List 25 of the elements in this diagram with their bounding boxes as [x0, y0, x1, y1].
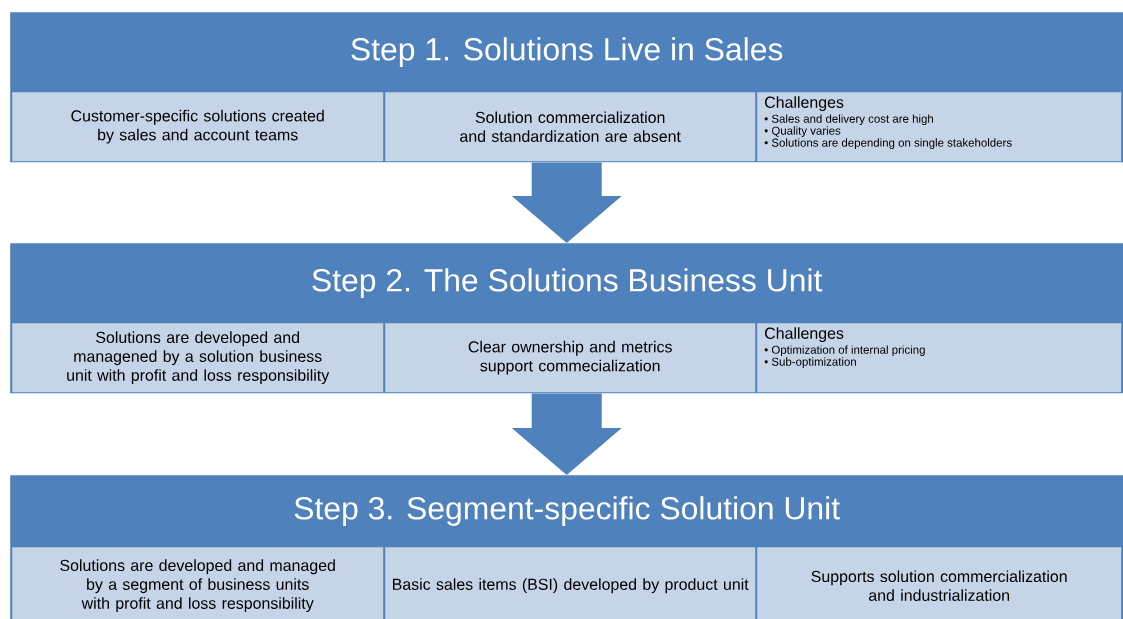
node-label: Solution commercialization and standardization are absent: [460, 111, 681, 143]
block-arrow: [511, 393, 622, 475]
text-cell: Supports solution commercialization and industrialization: [757, 547, 1122, 619]
challenges-cell: Challenges • Sales and delivery cost are high • Quality varies • Solutions are depending on single stakeholders: [757, 92, 1122, 162]
text-cell: Customer-specific solutions created by sales and account teams: [12, 92, 384, 162]
node-label: Challenges: [765, 96, 844, 112]
node-label: Clear ownership and metrics support commecialization: [468, 340, 672, 375]
node-label: Solutions are developed and managed by a segment of business units with profit and loss responsibility: [60, 559, 335, 613]
node-label: Solutions are developed and managened by a solution business unit with profit and loss responsibility: [67, 331, 330, 385]
text-cell: Solution commercialization and standardization are absent: [385, 92, 756, 162]
text-cell: Basic sales items (BSI) developed by product unit: [385, 547, 756, 619]
node-label: Challenges: [765, 327, 844, 343]
node-label: • Quality varies: [764, 126, 841, 138]
text-cell: Solutions are developed and managed by a segment of business units with profit and loss responsibility: [12, 547, 384, 619]
block-arrow: [511, 162, 622, 243]
node-label: • Sub-optimization: [764, 357, 856, 369]
node-label: Basic sales items (BSI) developed by product unit: [393, 578, 749, 594]
text-cell: Solutions are developed and managened by a solution business unit with profit and loss responsibility: [12, 323, 384, 393]
node-label: Supports solution commercialization and industrialization: [811, 570, 1067, 602]
node-label: • Optimization of internal pricing: [764, 345, 925, 357]
node-label: • Solutions are depending on single stakeholders: [764, 138, 1012, 149]
text-cell: Clear ownership and metrics support commecialization: [385, 323, 756, 393]
node-label: Customer-specific solutions created by sales and account teams: [71, 109, 324, 144]
challenges-cell: Challenges • Optimization of internal pricing • Sub-optimization: [757, 323, 1122, 393]
node-label: • Sales and delivery cost are high: [764, 114, 934, 126]
